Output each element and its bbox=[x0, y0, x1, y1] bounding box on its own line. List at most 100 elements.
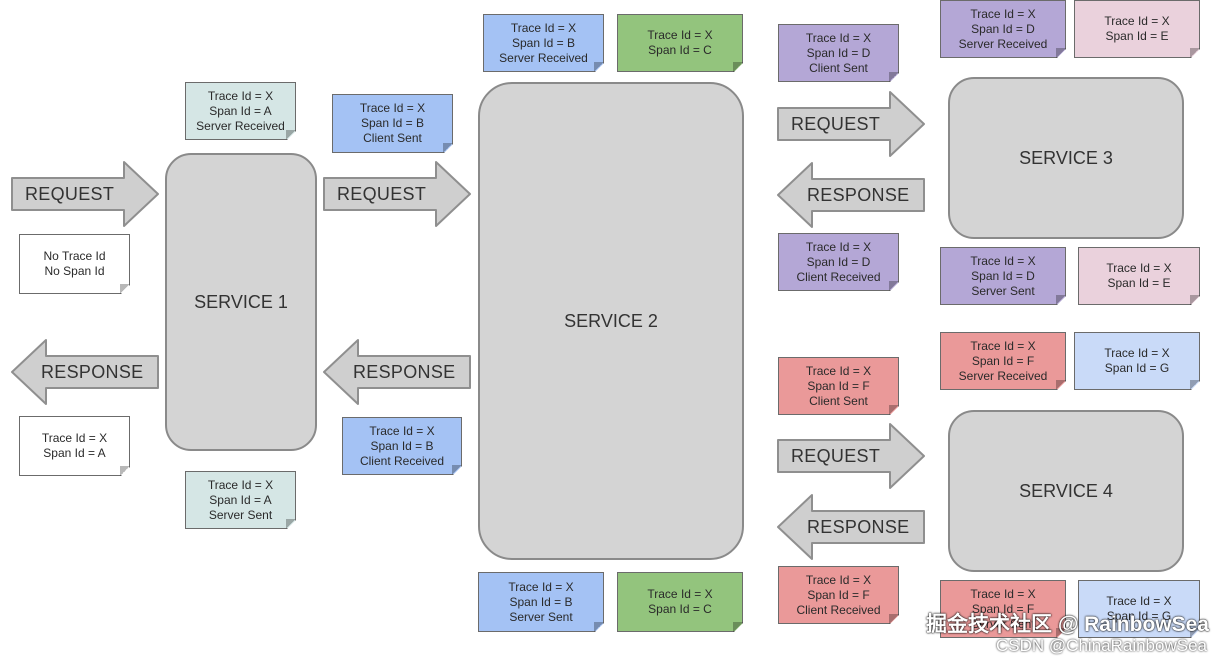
note-line: Span Id = D bbox=[971, 21, 1035, 36]
request-arrow-into-service-3: REQUEST bbox=[777, 91, 925, 157]
note-line: Span Id = B bbox=[360, 116, 425, 130]
note-line: Span Id = D bbox=[806, 254, 871, 269]
service-1-box: SERVICE 1 bbox=[165, 153, 317, 451]
response-arrow-label: RESPONSE bbox=[41, 361, 144, 382]
note-line: Client Received bbox=[359, 453, 445, 468]
response-arrow-label: RESPONSE bbox=[353, 361, 456, 382]
note-line: Server Sent bbox=[509, 609, 573, 624]
response-arrow-from-service-1: RESPONSE bbox=[11, 339, 159, 405]
service-3-box: SERVICE 3 bbox=[948, 77, 1184, 239]
note-line: Trace Id = X bbox=[805, 30, 872, 45]
arrow-body bbox=[777, 423, 925, 489]
arrow-body bbox=[323, 161, 471, 227]
note-line: Trace Id = X bbox=[1106, 594, 1172, 608]
note-line: Trace Id = X bbox=[41, 431, 108, 445]
note-line: Trace Id = X bbox=[1104, 14, 1170, 28]
note-line: Client Sent bbox=[809, 393, 868, 408]
note-line: Trace Id = X bbox=[369, 423, 435, 438]
note-line: Client Sent bbox=[809, 60, 868, 75]
note-line: Server Received bbox=[196, 118, 285, 133]
note-line: Span Id = D bbox=[971, 268, 1035, 283]
note-line: Trace Id = X bbox=[970, 586, 1036, 601]
response-arrow-from-service-4: RESPONSE bbox=[777, 494, 925, 560]
arrow-body bbox=[777, 91, 925, 157]
note-line: Server Received bbox=[958, 368, 1048, 383]
service-3-label: SERVICE 3 bbox=[1019, 147, 1113, 168]
note-line: Trace Id = X bbox=[1104, 346, 1170, 360]
note-line: Span Id = A bbox=[43, 446, 106, 460]
note-line: Span Id = G bbox=[1106, 609, 1172, 623]
service-4-label: SERVICE 4 bbox=[1019, 480, 1113, 501]
arrow-shape bbox=[323, 339, 471, 405]
note-line: Trace Id = X bbox=[508, 579, 574, 594]
arrow-shape bbox=[777, 91, 925, 157]
service-1-label: SERVICE 1 bbox=[194, 291, 288, 312]
note-line: Trace Id = X bbox=[647, 587, 713, 601]
note-line: Span Id = B bbox=[511, 35, 576, 50]
note-line: Span Id = A bbox=[209, 103, 272, 118]
note-line: Server Sent bbox=[208, 507, 273, 522]
note-line: Span Id = C bbox=[648, 602, 712, 616]
arrow-shape bbox=[777, 423, 925, 489]
note-line: Trace Id = X bbox=[647, 28, 713, 42]
request-arrow-label: REQUEST bbox=[25, 183, 115, 204]
note-line: Span Id = F bbox=[807, 587, 870, 602]
arrow-body bbox=[777, 494, 925, 560]
arrow-shape bbox=[777, 162, 925, 228]
note-line: Span Id = F bbox=[807, 378, 870, 393]
response-arrow-label: RESPONSE bbox=[807, 516, 910, 537]
note-line: Trace Id = X bbox=[359, 101, 426, 115]
note-line: Client Received bbox=[796, 269, 881, 284]
request-arrow-label: REQUEST bbox=[791, 445, 881, 466]
arrow-shape bbox=[11, 339, 159, 405]
note-line: Trace Id = X bbox=[805, 572, 872, 587]
note-line: Span Id = C bbox=[648, 43, 712, 57]
note-line: Server Received bbox=[499, 50, 588, 65]
request-arrow-into-service-4: REQUEST bbox=[777, 423, 925, 489]
arrow-body bbox=[323, 339, 471, 405]
note-line: Span Id = D bbox=[806, 45, 871, 60]
note-line: Client Received bbox=[796, 602, 881, 617]
arrow-shape bbox=[323, 161, 471, 227]
note-line: Server Sent bbox=[971, 616, 1035, 631]
note-line: Trace Id = X bbox=[1106, 261, 1172, 275]
note-line: Trace Id = X bbox=[510, 20, 577, 35]
arrow-body bbox=[11, 161, 159, 227]
service-2-label: SERVICE 2 bbox=[564, 310, 658, 331]
note-line: Span Id = E bbox=[1105, 29, 1169, 43]
request-arrow-label: REQUEST bbox=[337, 183, 427, 204]
watermark-sub: CSDN @ChinaRainbowSea bbox=[996, 636, 1207, 655]
request-arrow-into-service-1: REQUEST bbox=[11, 161, 159, 227]
service-2-box: SERVICE 2 bbox=[478, 82, 744, 560]
note-line: Trace Id = X bbox=[970, 6, 1036, 21]
note-line: Client Sent bbox=[363, 131, 422, 145]
note-line: Trace Id = X bbox=[207, 477, 274, 492]
note-line: Trace Id = X bbox=[970, 338, 1036, 353]
note-line: Span Id = B bbox=[370, 438, 434, 453]
arrow-body bbox=[777, 162, 925, 228]
note-line: Server Sent bbox=[971, 283, 1035, 298]
note-line: No Span Id bbox=[44, 264, 105, 278]
request-arrow-into-service-2: REQUEST bbox=[323, 161, 471, 227]
note-line: No Trace Id bbox=[43, 249, 106, 263]
request-arrow-label: REQUEST bbox=[791, 113, 881, 134]
note-line: Server Received bbox=[958, 36, 1048, 51]
